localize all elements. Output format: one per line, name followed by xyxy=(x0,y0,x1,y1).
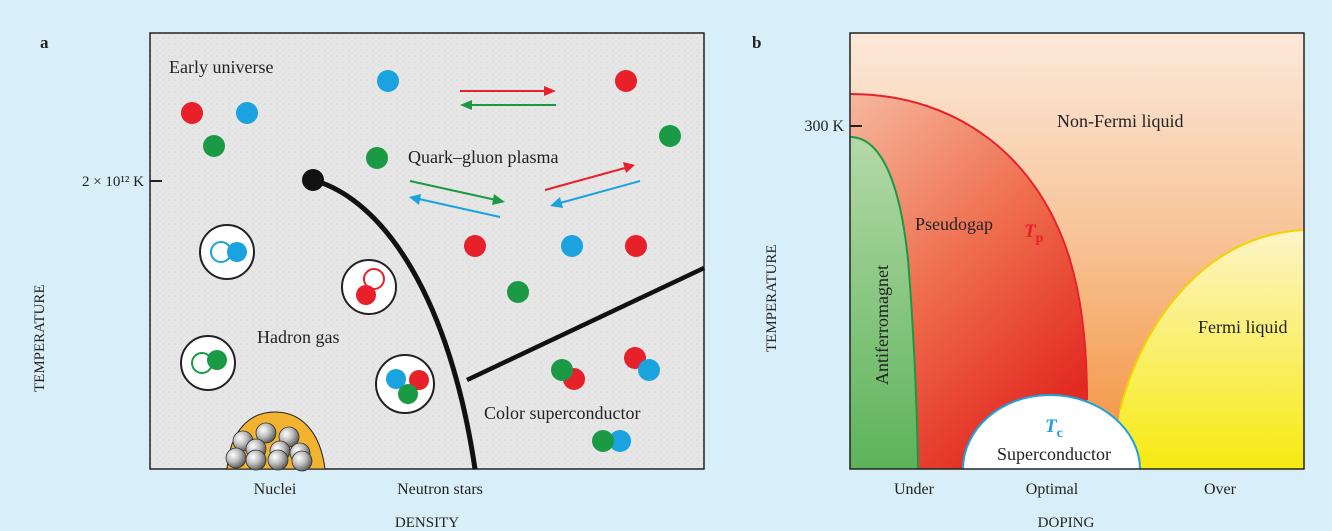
nuclei-label: Nuclei xyxy=(254,481,297,498)
panel-a-x-axis-label: DENSITY xyxy=(395,515,459,531)
hadron-meson-blue xyxy=(199,224,255,280)
quark-blue xyxy=(236,102,258,124)
arrow-red-right xyxy=(460,86,556,96)
panel-b: b TEMPERATURE DOPING 300 K Non-Fermi liq… xyxy=(752,32,1305,531)
diquark-pair xyxy=(624,347,660,381)
neutron-stars-label: Neutron stars xyxy=(397,481,483,498)
superconductor-region xyxy=(963,395,1140,469)
tc-label: Tc xyxy=(1045,416,1063,441)
nucleus-icon xyxy=(225,411,326,472)
panel-b-label: b xyxy=(752,33,761,52)
arrow-blue-down-left xyxy=(550,180,641,208)
quark-red xyxy=(615,70,637,92)
fermi-liquid-region xyxy=(1112,230,1304,469)
quark-green xyxy=(507,281,529,303)
non-fermi-liquid-label: Non-Fermi liquid xyxy=(1057,111,1184,131)
diquark-pair xyxy=(592,430,631,452)
quark-green xyxy=(203,135,225,157)
diquark-pair xyxy=(551,359,585,390)
hadron-baryon xyxy=(375,354,435,414)
antiferromagnet-label: Antiferromagnet xyxy=(872,265,892,385)
doping-optimal-label: Optimal xyxy=(1026,481,1079,498)
free-quarks xyxy=(181,70,681,303)
gluon-exchange-arrows xyxy=(409,86,641,218)
antiferromagnet-region xyxy=(850,137,918,469)
panel-a-y-axis-label: TEMPERATURE xyxy=(32,284,48,392)
hadron-meson-red xyxy=(341,259,397,315)
panel-b-x-axis-label: DOPING xyxy=(1038,515,1095,531)
panel-b-y-axis-label: TEMPERATURE xyxy=(764,244,780,352)
quark-red xyxy=(464,235,486,257)
quark-blue xyxy=(561,235,583,257)
tp-curve xyxy=(850,93,1088,401)
hadron-gas-label: Hadron gas xyxy=(257,327,339,347)
hadron-meson-green xyxy=(180,335,236,391)
panel-b-frame xyxy=(849,32,1305,470)
pseudogap-label: Pseudogap xyxy=(915,214,993,234)
tc-curve xyxy=(962,393,1141,469)
color-superconductor-label: Color superconductor xyxy=(484,403,640,423)
quark-gluon-plasma-label: Quark–gluon plasma xyxy=(408,147,558,167)
hadron-qgp-boundary xyxy=(312,177,478,470)
superconductor-label: Superconductor xyxy=(997,444,1111,464)
color-superconductor-boundary xyxy=(466,265,705,383)
quark-red xyxy=(625,235,647,257)
afm-boundary-curve xyxy=(850,136,919,469)
tp-label: Tp xyxy=(1024,221,1044,246)
panel-a: a TEMPERATURE DENSITY 2 × 10¹² K Early u… xyxy=(32,32,705,531)
quark-blue xyxy=(377,70,399,92)
panel-a-label: a xyxy=(40,33,49,52)
arrow-blue-up-left xyxy=(409,194,501,218)
doping-under-label: Under xyxy=(894,481,935,498)
arrow-red-up-right xyxy=(544,162,635,191)
arrow-green-left xyxy=(460,100,556,110)
panel-b-temperature-tick-label: 300 K xyxy=(804,118,844,135)
fermi-liquid-boundary-curve xyxy=(1119,229,1304,411)
early-universe-label: Early universe xyxy=(169,57,273,77)
doping-over-label: Over xyxy=(1204,481,1237,498)
quark-red xyxy=(181,102,203,124)
critical-point xyxy=(302,169,324,191)
quark-green xyxy=(659,125,681,147)
quark-green xyxy=(366,147,388,169)
fermi-liquid-label: Fermi liquid xyxy=(1198,317,1288,337)
arrow-green-down-right xyxy=(409,180,505,205)
panel-a-temperature-tick-label: 2 × 10¹² K xyxy=(82,174,144,190)
